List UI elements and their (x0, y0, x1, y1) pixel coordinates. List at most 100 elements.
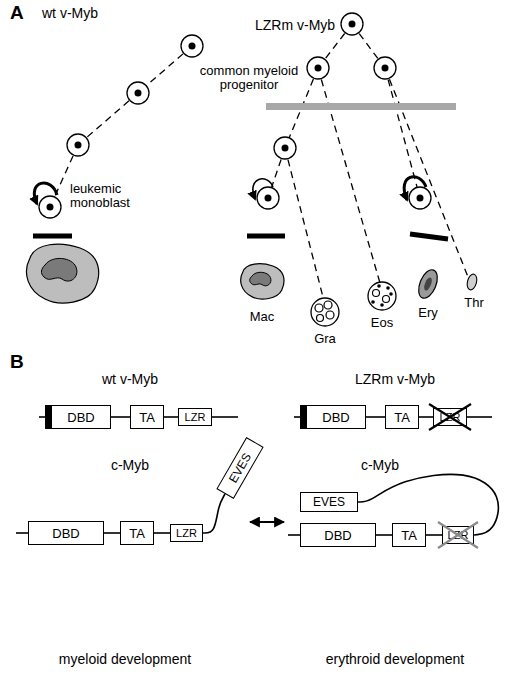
domain-name: DBD (67, 411, 94, 424)
nucleus (282, 145, 289, 152)
nucleus (417, 195, 424, 202)
progenitor-cells (39, 13, 431, 218)
granule (389, 292, 393, 296)
protein-backbones (16, 417, 492, 535)
dna-binding-domain: DBD (45, 405, 111, 429)
cell (274, 137, 296, 159)
transactivation-domain: TA (130, 405, 164, 429)
cross-stroke (429, 404, 471, 430)
cell (409, 187, 431, 209)
granulocyte (311, 298, 339, 326)
cell (39, 196, 61, 218)
nucleus (349, 21, 356, 28)
block-bar (247, 234, 285, 239)
cross-stroke (438, 522, 478, 548)
nucleus-lobe (315, 304, 323, 312)
cell (341, 13, 363, 35)
lineage-line (318, 68, 382, 290)
backbone-connector (426, 534, 442, 536)
granule (386, 286, 390, 290)
domain-name: TA (129, 527, 145, 540)
macrophage (241, 264, 284, 299)
construct-label: c-Myb (95, 458, 165, 473)
macrophage-body (26, 244, 98, 303)
deletion-cross (429, 404, 473, 432)
cell-nuclei (47, 21, 424, 211)
construct-label: wt v-Myb (42, 6, 132, 21)
erythrocyte-center (423, 276, 434, 291)
backbone-tail (211, 416, 238, 418)
cross-stroke (429, 404, 471, 430)
cell-type-label: Thr (452, 296, 496, 310)
domain-name: LZR (176, 528, 197, 539)
granulocyte-body (311, 298, 339, 326)
nucleus (189, 43, 196, 50)
lineage-line (285, 148, 325, 305)
domain-name: TA (139, 411, 155, 424)
granule (371, 300, 375, 304)
thrombocyte (466, 273, 479, 291)
cell-type-label: Mac (240, 310, 284, 324)
condition-label: erythroid development (295, 652, 495, 667)
macrophage-nucleus (250, 272, 271, 286)
transactivation-domain: TA (385, 405, 419, 429)
equilibrium-arrow (250, 521, 284, 523)
cell (181, 35, 203, 57)
eves-motif: EVES (216, 437, 263, 499)
domain-name: EVES (227, 451, 253, 485)
backbone-connector (164, 416, 178, 418)
eves-motif: EVES (300, 492, 358, 512)
granule (377, 284, 381, 288)
cell (257, 187, 279, 209)
lineage-line (385, 68, 470, 282)
backbone-connector (419, 416, 433, 418)
condition-label: myeloid development (30, 652, 220, 667)
macrophage (26, 244, 98, 303)
cell (374, 57, 396, 79)
lineage-lines (50, 24, 470, 305)
panel-letter: A (10, 3, 34, 24)
backbone-connector (154, 532, 170, 534)
self-renewal-arrow (253, 179, 273, 199)
nucleus-lobe (324, 301, 332, 309)
nucleus (315, 65, 322, 72)
backbone-connector (203, 494, 225, 533)
dna-binding-domain: DBD (28, 521, 104, 545)
leucine-zipper-domain: LZR (442, 526, 474, 544)
panel-letter: B (10, 352, 34, 373)
construct-label: wt v-Myb (75, 372, 185, 387)
cell-label: leukemic monoblast (70, 182, 142, 211)
eosinophil-body (368, 282, 396, 310)
nucleus (75, 142, 82, 149)
domain-name: DBD (324, 529, 351, 542)
dna-binding-domain: DBD (300, 405, 366, 429)
backbone-connector (366, 416, 385, 418)
transactivation-domain: TA (392, 523, 426, 547)
lineage-line (78, 93, 138, 145)
self-renewal-arrow (404, 177, 426, 200)
lineage-line (385, 68, 420, 198)
dna-binding-domain: DBD (300, 523, 376, 547)
erythrocyte-body (415, 267, 441, 301)
construct-label: LZRm v-Myb (335, 372, 455, 387)
leucine-zipper-domain: LZR (178, 408, 212, 426)
domain-name: DBD (322, 411, 349, 424)
block-bar (33, 234, 72, 239)
domain-name: EVES (313, 496, 345, 508)
domain-name: DBD (52, 527, 79, 540)
deletion-cross (438, 522, 480, 550)
construct-label: LZRm v-Myb (255, 18, 345, 33)
macrophage-nucleus (41, 258, 76, 281)
nucleus (265, 195, 272, 202)
nucleus-lobe (326, 311, 334, 319)
domain-name: TA (401, 529, 417, 542)
backbone-connector (104, 532, 120, 534)
erythrocyte (415, 267, 441, 301)
cell-label: common myeloid progenitor (196, 64, 302, 93)
domain-name: TA (394, 411, 410, 424)
block-bar (410, 234, 448, 239)
granule (380, 303, 384, 307)
